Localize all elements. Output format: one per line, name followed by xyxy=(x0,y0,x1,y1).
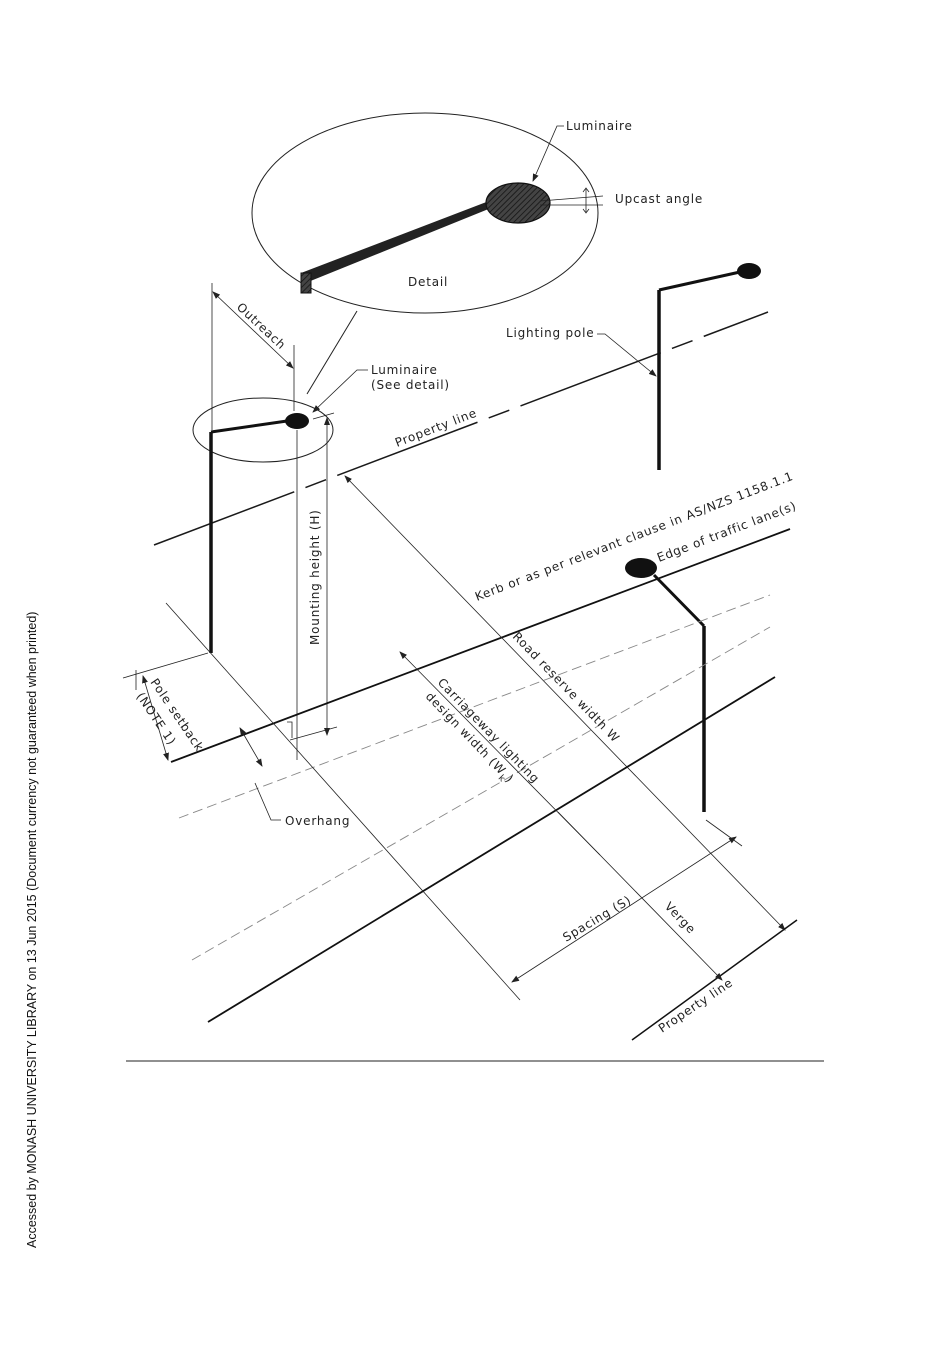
upper-luminaire xyxy=(737,263,761,279)
edge-traffic-label: Edge of traffic lane(s) xyxy=(655,499,798,565)
carriageway-label-1: Carriageway lighting xyxy=(435,675,543,786)
spacing-ext-left xyxy=(165,602,521,1001)
setback-ext xyxy=(122,652,209,679)
outreach-label: Outreach xyxy=(234,300,289,352)
road-reserve-dim xyxy=(344,475,786,931)
carriageway-dim-ext xyxy=(557,811,723,981)
property-line-top-label: Property line xyxy=(393,406,479,450)
spacing-ext-right xyxy=(705,819,743,847)
detail-view: Luminaire Upcast angle Detail xyxy=(251,112,703,395)
property-line-bottom-label: Property line xyxy=(656,975,736,1035)
detail-luminaire-icon xyxy=(485,182,551,224)
setback-dim xyxy=(142,675,169,761)
mounting-ext-top xyxy=(312,412,335,420)
luminaire-detail-leader xyxy=(532,125,564,182)
detail-arm-end xyxy=(300,272,312,294)
overhang-leader xyxy=(254,782,281,821)
lower-luminaire xyxy=(625,558,657,578)
carriageway-subscript: k xyxy=(496,773,507,784)
access-side-note: Accessed by MONASH UNIVERSITY LIBRARY on… xyxy=(25,612,39,1248)
lighting-pole-leader xyxy=(597,333,657,377)
property-line-bottom xyxy=(631,919,798,1041)
upper-pole-arm xyxy=(658,270,741,292)
mounting-base xyxy=(289,726,338,741)
verge-label: Verge xyxy=(662,899,699,936)
upcast-angle-label: Upcast angle xyxy=(615,192,703,206)
see-detail-label: (See detail) xyxy=(371,378,450,392)
right-upper-pole xyxy=(597,263,761,470)
left-luminaire xyxy=(285,413,309,429)
luminaire-small-ellipse xyxy=(192,397,334,463)
detail-label: Detail xyxy=(408,275,448,289)
right-lower-pole xyxy=(625,558,706,812)
detail-connector xyxy=(306,310,358,395)
overhang-label: Overhang xyxy=(285,814,350,828)
outreach-dim xyxy=(212,291,294,369)
left-pole-arm xyxy=(210,419,288,434)
detail-ellipse xyxy=(251,112,599,314)
kerb-label: Kerb or as per relevant clause in AS/NZS… xyxy=(473,469,795,604)
road-reserve-label: Road reserve width W xyxy=(510,629,623,745)
luminaire-label: Luminaire xyxy=(371,363,438,377)
spacing-label: Spacing (S) xyxy=(560,893,634,945)
luminaire-detail-label: Luminaire xyxy=(566,119,633,133)
left-lighting-pole xyxy=(192,283,368,760)
upcast-arrow xyxy=(582,187,590,214)
overhang-dim xyxy=(239,727,263,767)
lower-pole-arm xyxy=(652,573,706,628)
mounting-height-label: Mounting height (H) xyxy=(308,509,322,645)
luminaire-leader xyxy=(312,369,368,413)
property-line-top xyxy=(153,311,769,546)
mounting-foot-mark xyxy=(287,721,293,738)
spacing-dim xyxy=(511,836,737,983)
lighting-pole-label: Lighting pole xyxy=(506,326,594,340)
upcast-tilt-line xyxy=(539,195,604,202)
detail-arm xyxy=(301,201,491,282)
